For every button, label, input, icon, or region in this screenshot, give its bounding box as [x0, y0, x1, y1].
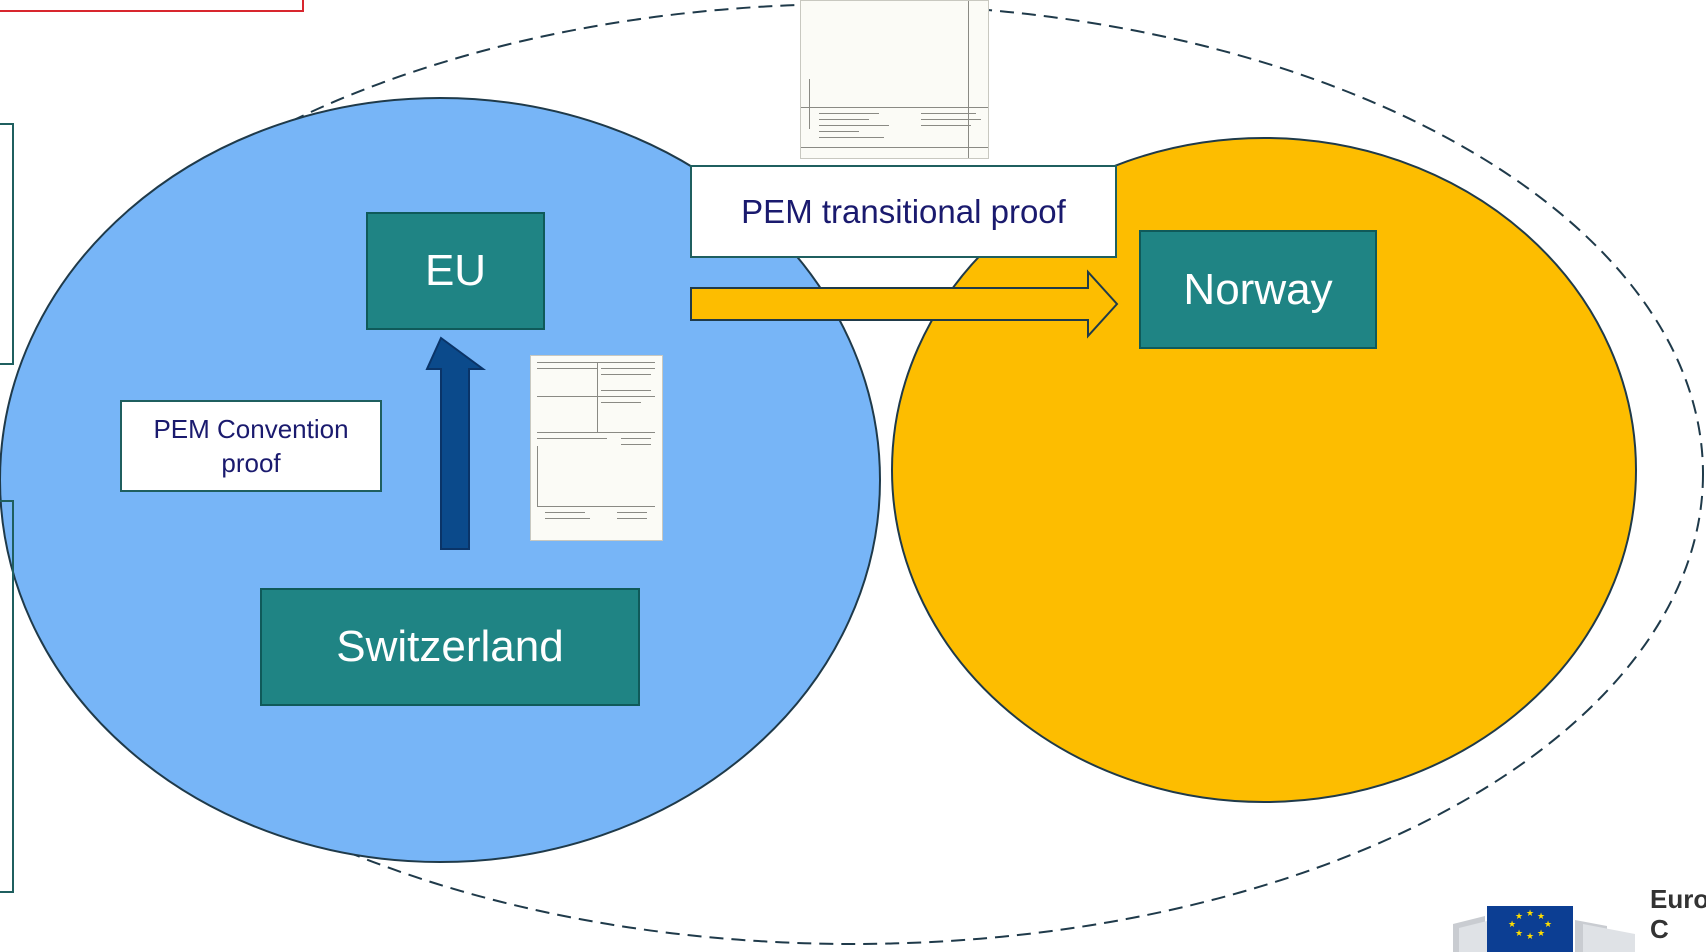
certificate-image-top: [800, 0, 989, 159]
country-box-norway: Norway: [1139, 230, 1377, 349]
orange-arrow-right: [690, 269, 1119, 339]
logo-graphic: ★★★ ★★★ ★★: [1453, 906, 1635, 952]
blue-arrow-up: [425, 336, 487, 550]
svg-text:★: ★: [1508, 920, 1516, 930]
left-frame-upper: [0, 123, 14, 365]
svg-text:★: ★: [1526, 932, 1534, 942]
norway-label: Norway: [1183, 264, 1333, 314]
country-box-eu: EU: [366, 212, 545, 330]
logo-text: Europ C: [1650, 884, 1706, 944]
red-frame-fragment: [0, 0, 304, 12]
pem-transitional-text: PEM transitional proof: [741, 192, 1066, 230]
svg-text:★: ★: [1537, 912, 1545, 922]
svg-text:★: ★: [1544, 920, 1552, 930]
european-commission-logo: ★★★ ★★★ ★★ Europ C: [1445, 872, 1706, 952]
eu-label: EU: [424, 246, 487, 295]
pem-convention-line1: PEM Convention: [153, 414, 349, 444]
country-box-switzerland: Switzerland: [260, 588, 640, 706]
certificate-image-middle: [530, 355, 663, 541]
svg-text:★: ★: [1515, 912, 1523, 922]
pem-transitional-proof-label: PEM transitional proof: [690, 165, 1117, 258]
left-frame-lower: [0, 500, 14, 893]
svg-text:★: ★: [1526, 909, 1534, 919]
svg-text:★: ★: [1537, 929, 1545, 939]
pem-convention-proof-label: PEM Convention proof: [120, 400, 382, 492]
svg-text:★: ★: [1515, 929, 1523, 939]
switzerland-label: Switzerland: [336, 622, 564, 671]
pem-convention-line2: proof: [221, 448, 281, 478]
